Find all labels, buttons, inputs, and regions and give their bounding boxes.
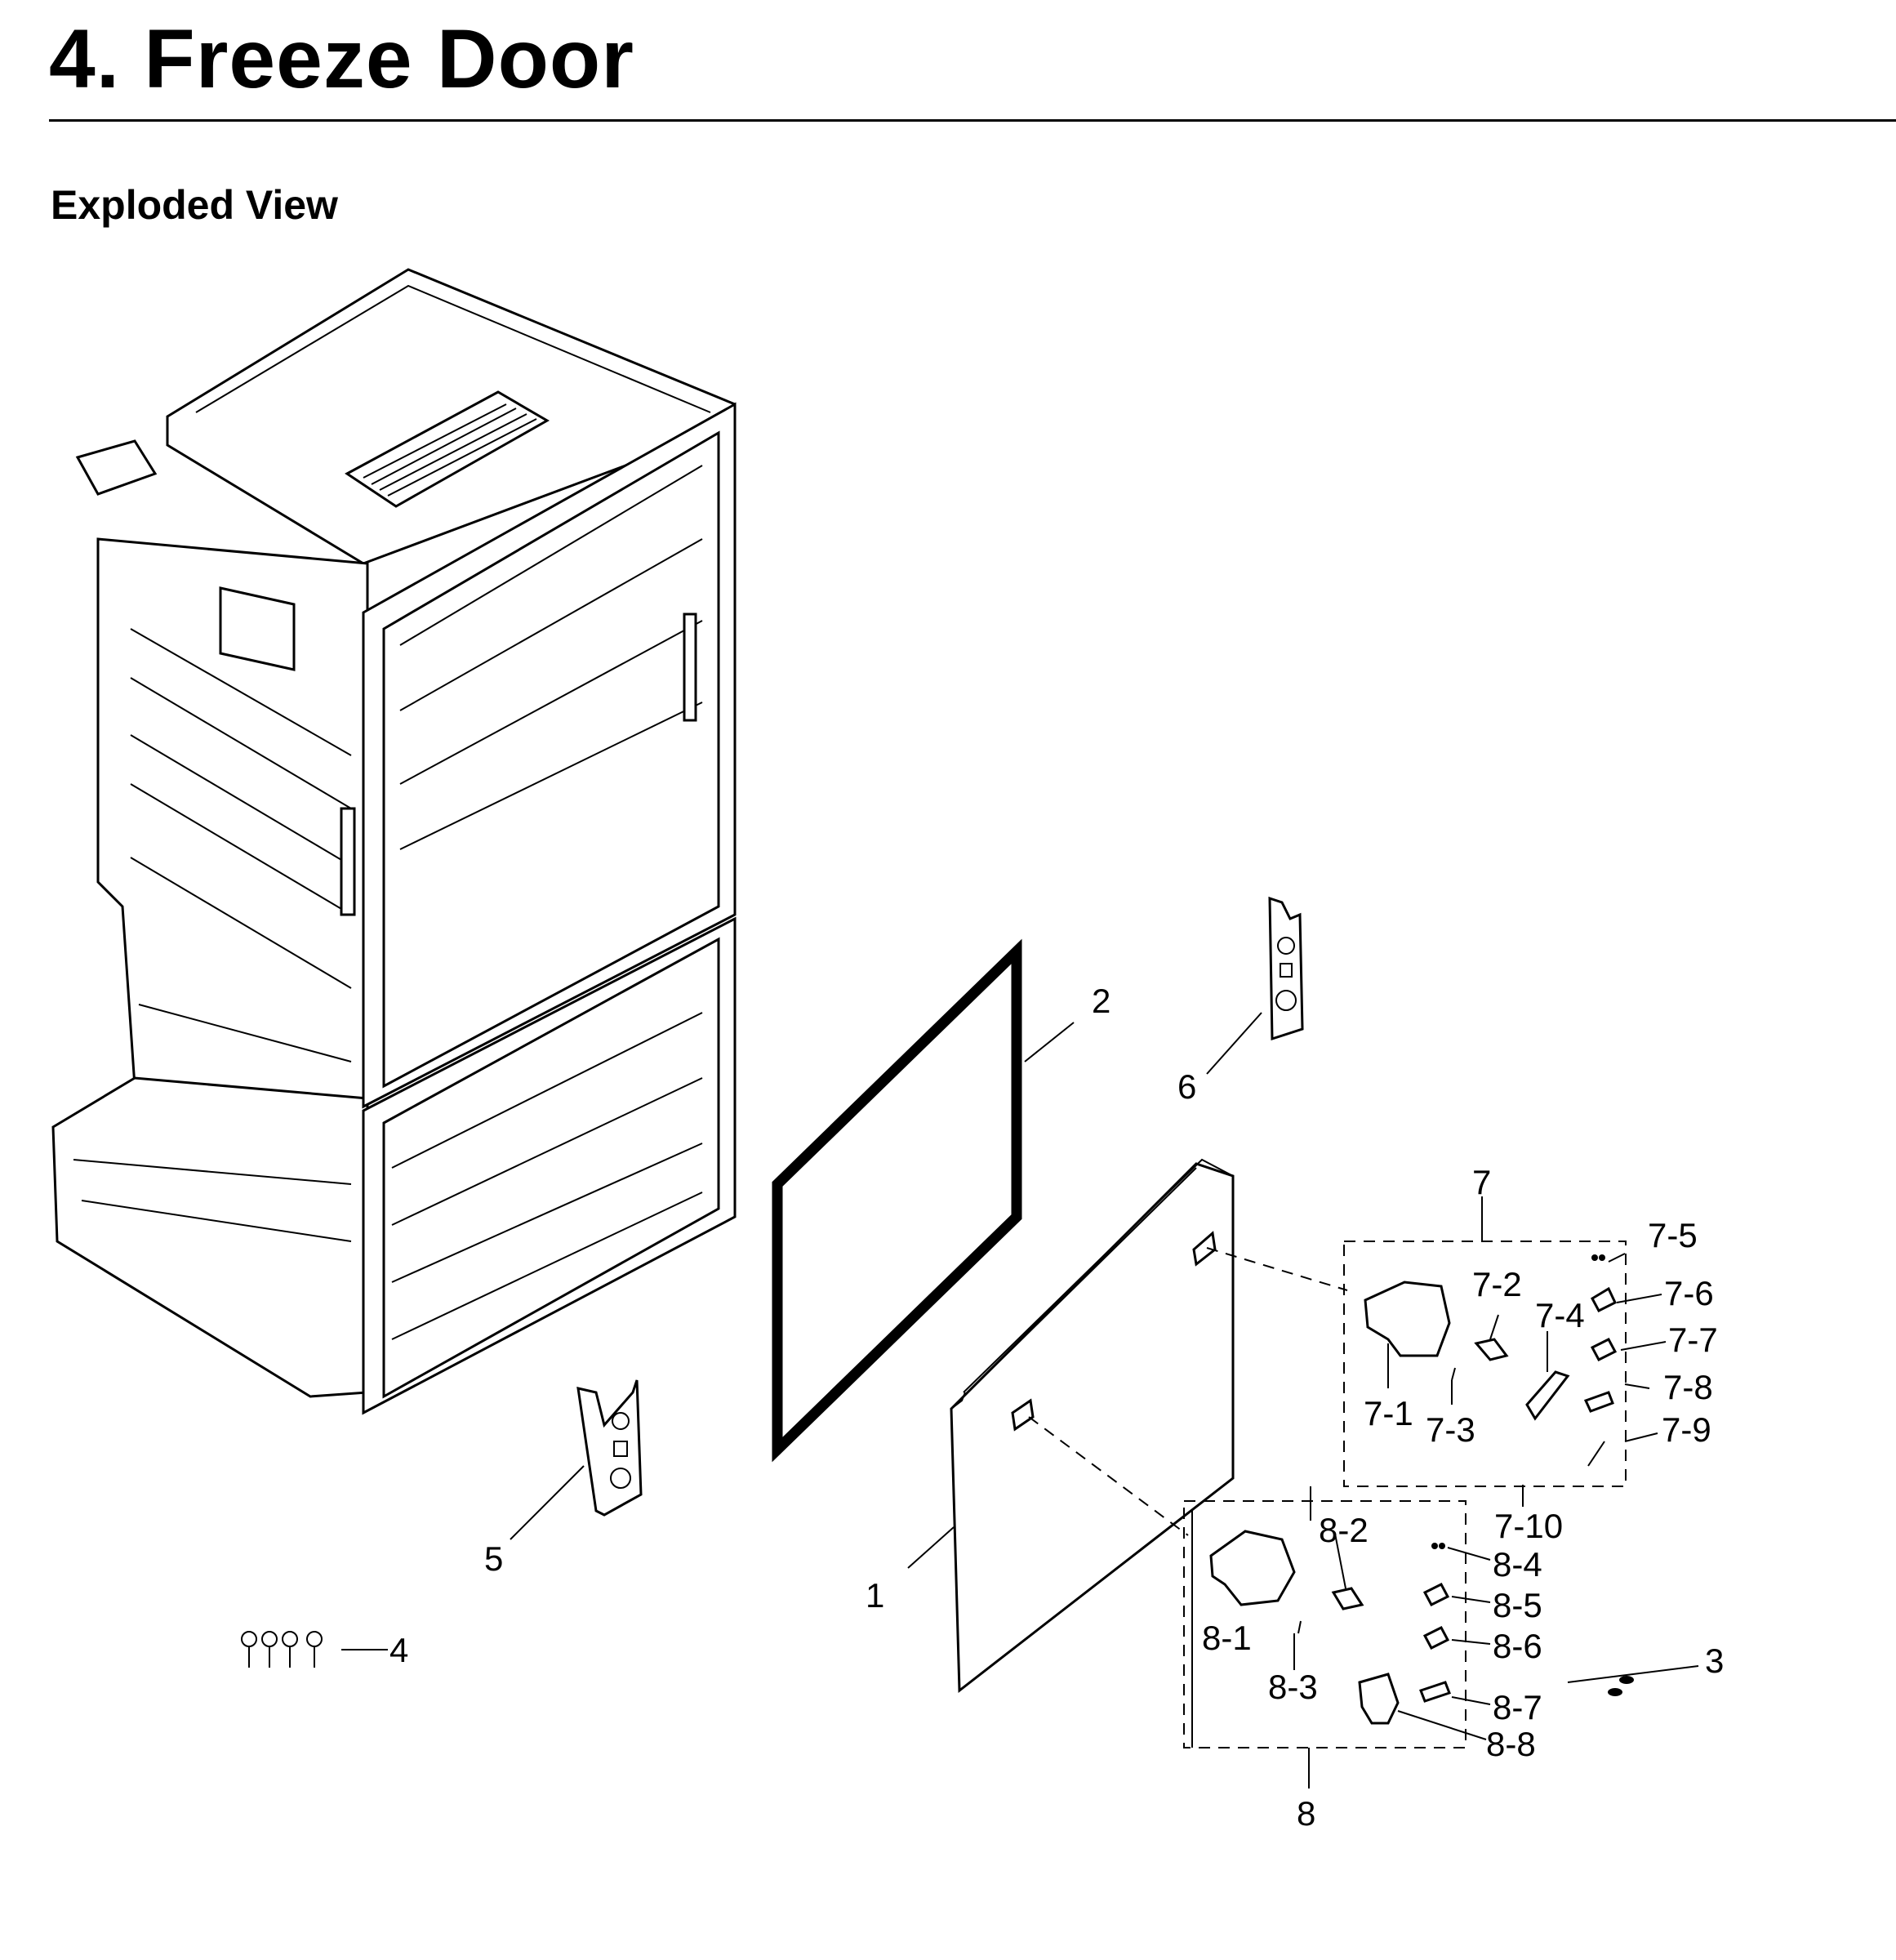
callout-7-10: 7-10 (1494, 1507, 1563, 1545)
callout-leader-lines (341, 1012, 1699, 1788)
callout-7-1: 7-1 (1364, 1394, 1413, 1432)
callout-8-2: 8-2 (1319, 1511, 1369, 1549)
callout-7: 7 (1472, 1163, 1491, 1201)
callout-2: 2 (1092, 982, 1110, 1020)
screw-part (1608, 1676, 1634, 1696)
refrigerator-cabinet-illustration (51, 268, 737, 1415)
handle-assembly-8-group (1183, 1500, 1467, 1748)
callout-7-5: 7-5 (1648, 1216, 1698, 1254)
callout-4: 4 (389, 1631, 408, 1669)
callout-7-8: 7-8 (1663, 1368, 1713, 1406)
callout-labels: 1 2 3 4 5 6 7 7-1 7-2 7-3 7-4 7-5 7-6 7-… (389, 982, 1724, 1833)
title-rule (49, 119, 1896, 122)
callout-7-2: 7-2 (1472, 1265, 1522, 1303)
handle-assembly-7-group (1343, 1241, 1627, 1487)
callout-7-9: 7-9 (1662, 1410, 1711, 1449)
callout-8: 8 (1297, 1794, 1315, 1833)
lower-hinge-bracket-part (576, 1379, 643, 1517)
assembly-leaders (1028, 1247, 1348, 1536)
freezer-door-part (950, 1158, 1235, 1693)
callout-8-1: 8-1 (1202, 1619, 1252, 1657)
callout-8-6: 8-6 (1493, 1627, 1542, 1665)
door-gasket-part (772, 938, 1022, 1463)
callout-8-8: 8-8 (1486, 1725, 1536, 1763)
callout-6: 6 (1177, 1067, 1196, 1106)
callout-8-3: 8-3 (1268, 1668, 1318, 1706)
callout-1: 1 (866, 1576, 884, 1615)
callout-7-4: 7-4 (1535, 1296, 1585, 1334)
callout-3: 3 (1705, 1642, 1724, 1680)
section-heading: Exploded View (51, 182, 338, 228)
callout-7-6: 7-6 (1664, 1274, 1714, 1312)
callout-7-7: 7-7 (1668, 1321, 1718, 1359)
callout-5: 5 (484, 1539, 503, 1578)
callout-7-3: 7-3 (1426, 1410, 1475, 1449)
callout-8-4: 8-4 (1493, 1545, 1542, 1584)
callout-8-7: 8-7 (1493, 1688, 1542, 1726)
callout-8-5: 8-5 (1493, 1586, 1542, 1624)
bolt-set-part (241, 1631, 323, 1668)
page-title: 4. Freeze Door (49, 12, 634, 105)
upper-hinge-bracket-part (1268, 896, 1304, 1041)
